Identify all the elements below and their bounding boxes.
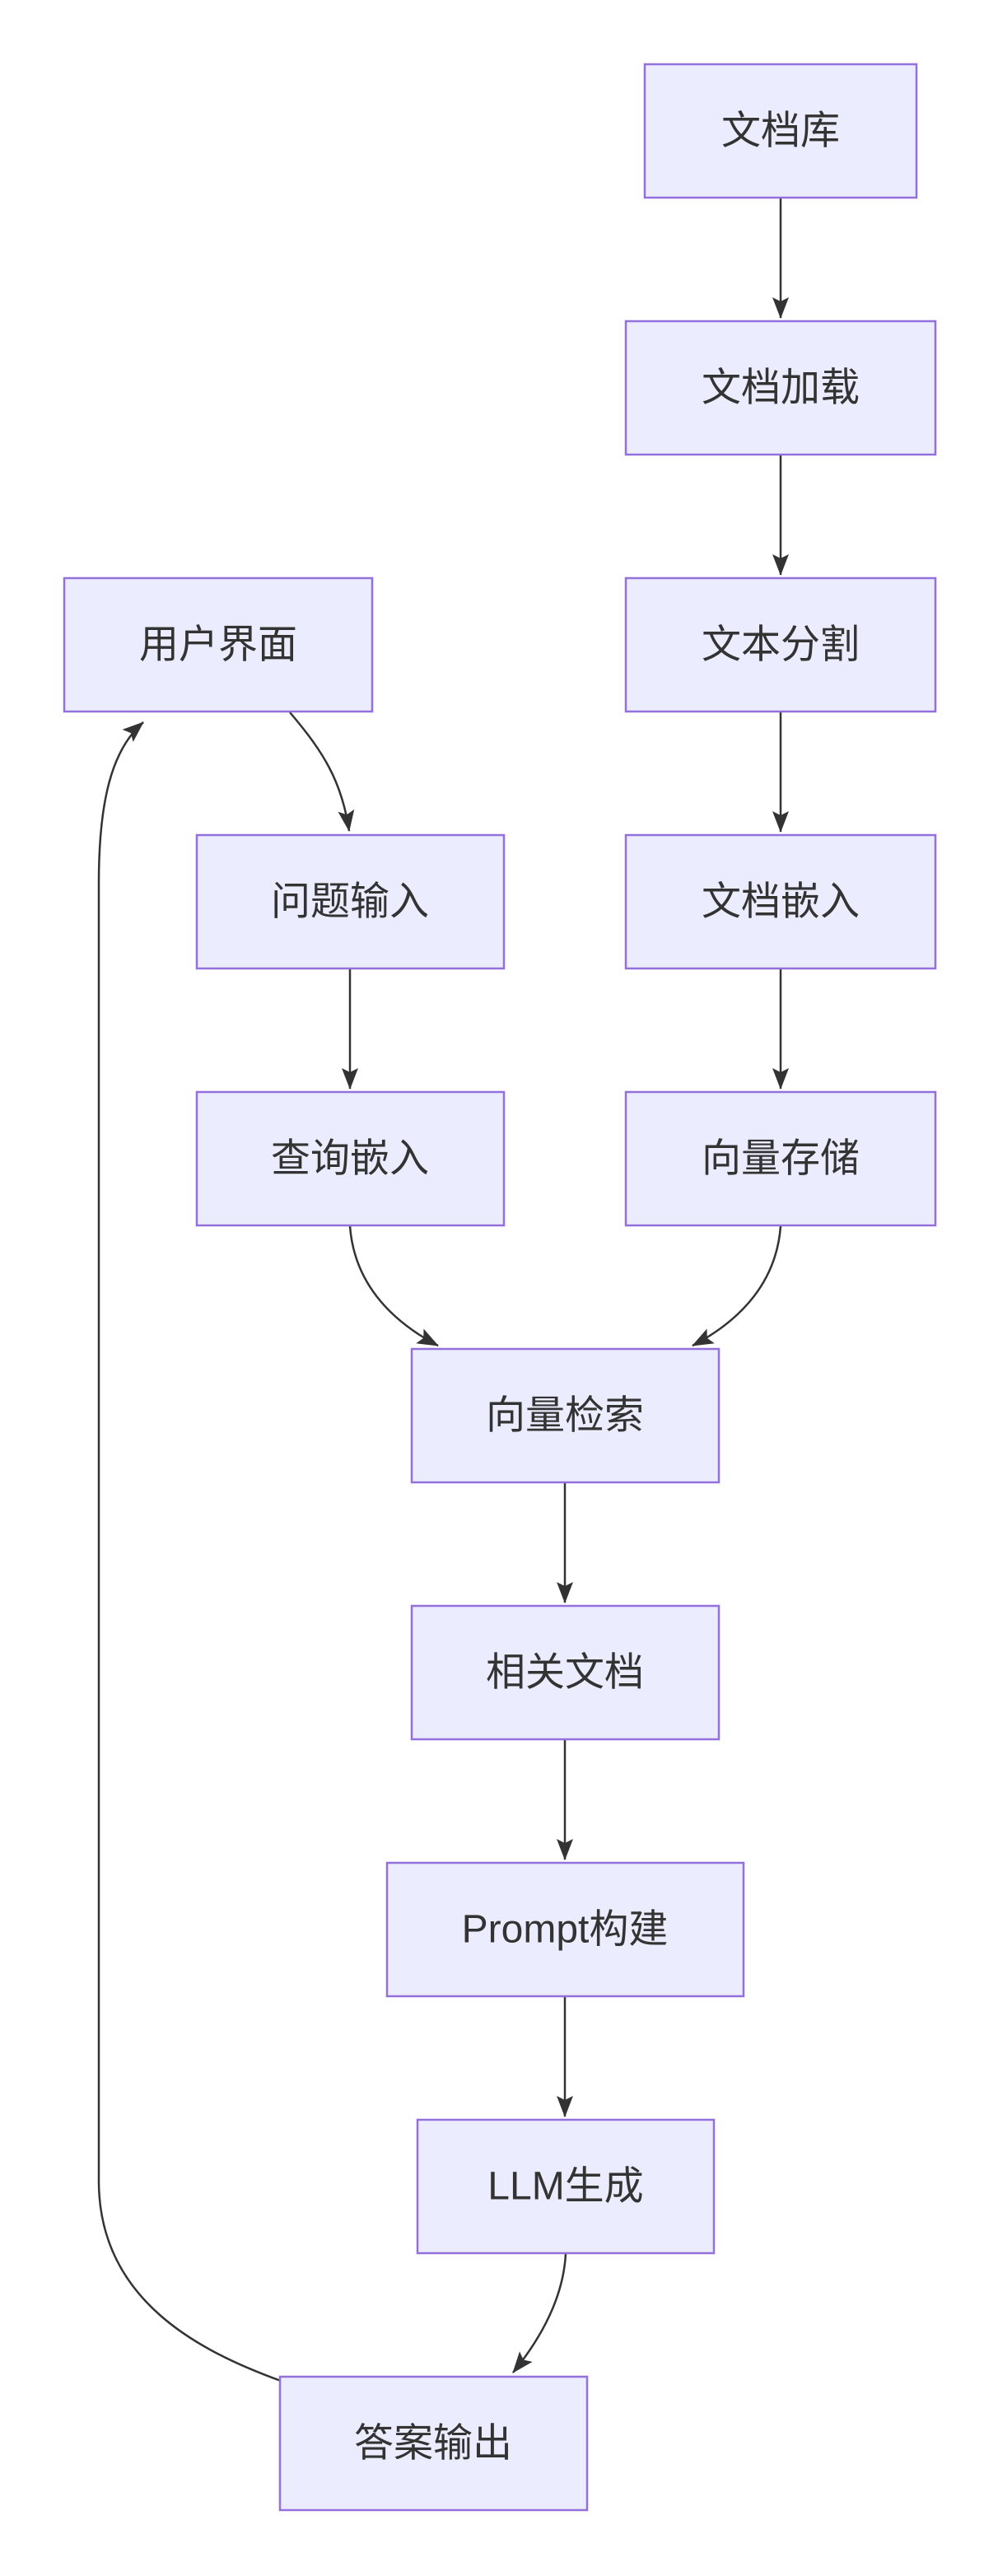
node-document-loading-label: 文档加载 (702, 366, 860, 410)
edge-query-embedding-to-vector-retrieval (348, 1225, 439, 1347)
node-document-loading: 文档加载 (624, 320, 937, 456)
node-vector-retrieval-box (410, 1347, 721, 1484)
node-document-library: 文档库 (643, 63, 918, 199)
node-query-embedding: 查询嵌入 (195, 1090, 506, 1227)
edge-answer-output-to-user-interface (97, 721, 282, 2382)
node-vector-retrieval-label: 向量检索 (486, 1394, 644, 1438)
node-vector-retrieval: 向量检索 (410, 1347, 721, 1484)
node-user-interface-box (63, 576, 374, 713)
node-answer-output-label: 答案输出 (354, 2422, 512, 2466)
node-document-library-box (643, 63, 918, 199)
node-llm-generation: LLM生成 (416, 2118, 716, 2255)
node-relevant-documents-label: 相关文档 (486, 1651, 644, 1695)
node-text-splitting-label: 文本分割 (702, 623, 860, 667)
node-text-splitting-box (624, 576, 937, 713)
node-text-splitting: 文本分割 (624, 576, 937, 713)
node-user-interface-label: 用户界面 (139, 623, 297, 667)
node-relevant-documents: 相关文档 (410, 1604, 721, 1741)
node-document-embedding-label: 文档嵌入 (702, 880, 860, 924)
node-answer-output-box (278, 2375, 589, 2512)
edge-group (97, 198, 789, 2382)
node-user-interface: 用户界面 (63, 576, 374, 713)
node-document-library-label: 文档库 (721, 110, 840, 153)
node-vector-storage-box (624, 1090, 937, 1227)
node-document-loading-box (624, 320, 937, 456)
node-prompt-construction-box (385, 1861, 745, 1998)
edge-vector-storage-to-vector-retrieval (692, 1225, 782, 1347)
node-query-embedding-label: 查询嵌入 (271, 1137, 429, 1181)
node-answer-output: 答案输出 (278, 2375, 589, 2512)
node-document-embedding-box (624, 833, 937, 970)
node-prompt-construction-label: Prompt构建 (462, 1908, 669, 1952)
node-query-embedding-box (195, 1090, 506, 1227)
node-document-embedding: 文档嵌入 (624, 833, 937, 970)
node-llm-generation-label: LLM生成 (487, 2165, 643, 2209)
edge-user-interface-to-question-input (289, 712, 355, 832)
node-question-input-box (195, 833, 506, 970)
node-vector-storage-label: 向量存储 (702, 1137, 860, 1181)
edge-llm-generation-to-answer-output (512, 2253, 567, 2373)
node-relevant-documents-box (410, 1604, 721, 1741)
node-group: 文档库 文档加载 文本分割 文档嵌入 向量存储 用户界面 问题输入 查询嵌入 (63, 63, 937, 2512)
node-llm-generation-box (416, 2118, 716, 2255)
node-prompt-construction: Prompt构建 (385, 1861, 745, 1998)
node-vector-storage: 向量存储 (624, 1090, 937, 1227)
node-question-input-label: 问题输入 (271, 880, 429, 924)
node-question-input: 问题输入 (195, 833, 506, 970)
